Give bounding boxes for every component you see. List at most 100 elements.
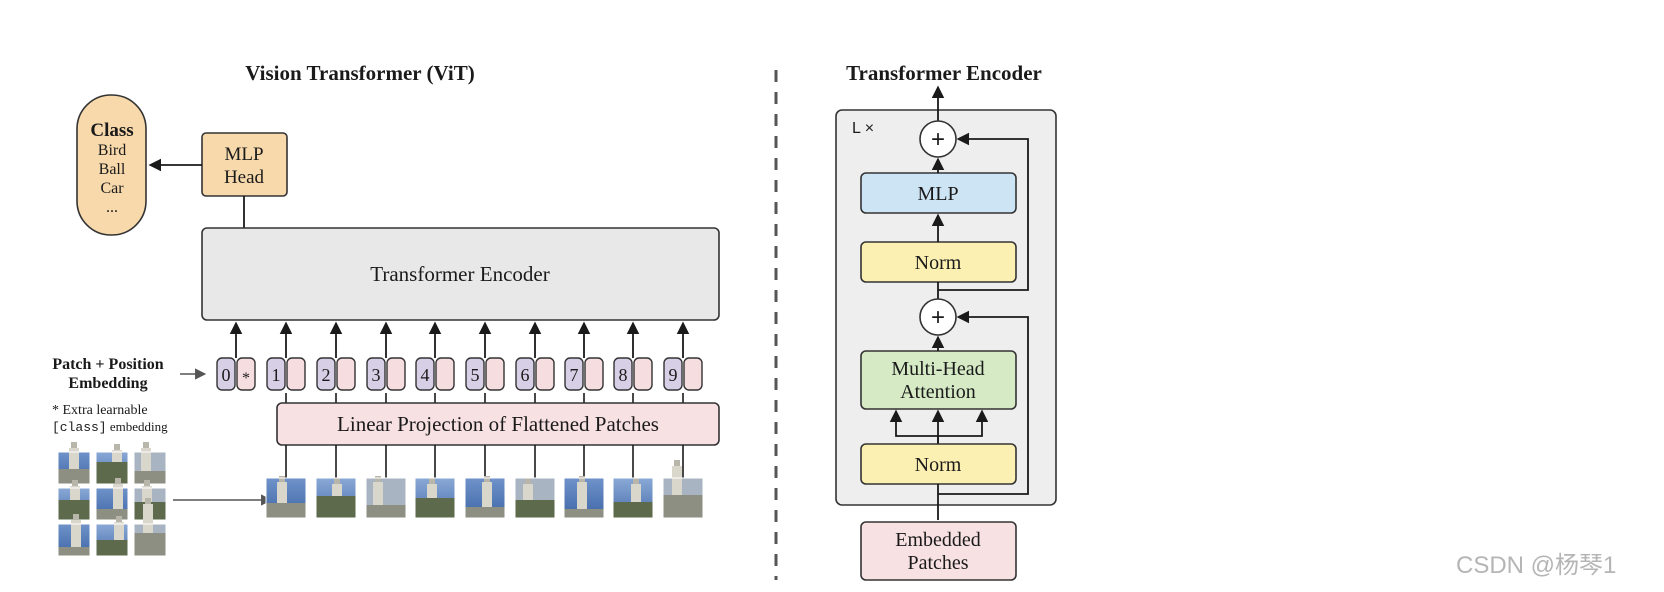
patch-ground <box>663 495 703 518</box>
patch-building <box>70 486 80 500</box>
patch-embedding <box>286 357 306 391</box>
patch-ground <box>366 505 406 518</box>
grid-patch <box>95 478 129 521</box>
patch-ground <box>58 500 90 520</box>
patch-embedding <box>584 357 604 391</box>
patch-embedding <box>386 357 406 391</box>
patch-embedding <box>485 357 505 391</box>
patch-tower <box>143 442 149 448</box>
patch-embedding <box>633 357 653 391</box>
patch-border <box>315 477 357 519</box>
patch-building <box>577 482 587 509</box>
patch-building <box>482 482 492 507</box>
patch-ground <box>316 496 356 518</box>
patch-ground <box>58 547 90 556</box>
embedding-token: 1 <box>266 321 306 403</box>
patch-building <box>69 448 79 469</box>
patch-ground <box>134 533 166 556</box>
token-index: 1 <box>272 365 281 385</box>
patch-border <box>662 477 704 519</box>
patch-tower <box>116 516 122 522</box>
token-index: 8 <box>619 365 628 385</box>
position-embedding <box>613 357 633 391</box>
grid-patch <box>133 498 167 557</box>
patch-building <box>114 522 124 540</box>
image-patch-grid <box>57 442 167 557</box>
norm-label: Norm <box>915 252 962 274</box>
patch-border <box>414 477 456 519</box>
patch-tower <box>633 478 639 484</box>
encoder-mlp-box: MLP <box>860 172 1017 214</box>
embedding-token: 9 <box>663 321 703 403</box>
patch-tower <box>579 476 585 482</box>
position-embedding <box>465 357 485 391</box>
patch-building <box>523 484 533 500</box>
image-patch <box>563 445 605 519</box>
embedding-token: 5 <box>465 321 505 403</box>
patch-building <box>277 482 287 503</box>
value-arrow <box>938 409 989 437</box>
mlp-head-line2: Head <box>224 167 265 188</box>
embedded-label-line2: Patches <box>907 552 968 574</box>
image-patch <box>514 445 556 519</box>
patch-building <box>143 504 153 533</box>
plus-symbol: + <box>931 304 945 331</box>
patch-border <box>612 477 654 519</box>
mlp-head-line1: MLP <box>224 144 263 165</box>
patch-building <box>141 448 151 471</box>
patch-building <box>373 482 383 505</box>
vit-title: Vision Transformer (ViT) <box>245 61 474 85</box>
embedding-token: 4 <box>415 321 455 403</box>
token-index: 9 <box>669 365 678 385</box>
grid-patch <box>95 444 129 485</box>
watermark: CSDN @杨琴1 <box>1456 552 1616 579</box>
position-embedding <box>515 357 535 391</box>
extra-note-line1: * Extra learnable <box>52 403 148 418</box>
grid-patch <box>57 480 91 521</box>
extra-note-line2: [class] embedding <box>52 419 168 435</box>
embedded-patches-box: Embedded Patches <box>860 521 1017 581</box>
embedded-label-line1: Embedded <box>895 529 981 551</box>
patch-ground <box>266 503 306 518</box>
patch-tower <box>114 444 120 450</box>
embedding-token: 6 <box>515 321 555 403</box>
residual-add-middle: + <box>919 298 957 336</box>
token-index: 7 <box>570 365 579 385</box>
patch-embedding <box>435 357 455 391</box>
image-patch <box>612 445 654 519</box>
patch-border <box>265 477 307 519</box>
image-patch <box>464 445 506 519</box>
patch-border <box>57 523 91 557</box>
grid-patch <box>133 442 167 485</box>
patch-tower <box>71 442 77 448</box>
token-index: 5 <box>471 365 480 385</box>
extra-note-suffix: embedding <box>107 419 169 434</box>
patch-embedding <box>336 357 356 391</box>
patch-border <box>365 477 407 519</box>
class-item: Car <box>100 180 124 197</box>
norm-label: Norm <box>915 454 962 476</box>
patch-tower <box>484 476 490 482</box>
embedding-label-line2: Embedding <box>68 375 147 392</box>
embedding-token: 8 <box>613 321 653 403</box>
patch-building <box>142 486 152 502</box>
attention-label-line2: Attention <box>900 381 976 403</box>
patch-embedding <box>236 357 256 391</box>
image-patch <box>315 445 357 519</box>
linear-projection-box: Linear Projection of Flattened Patches <box>276 402 720 446</box>
patch-building <box>332 484 342 496</box>
class-item: Bird <box>98 142 126 159</box>
grid-patch <box>57 514 91 557</box>
patch-ground <box>564 509 604 518</box>
token-index: 3 <box>372 365 381 385</box>
patch-border <box>464 477 506 519</box>
patch-ground <box>415 498 455 518</box>
patch-border <box>133 523 167 557</box>
mlp-label: MLP <box>917 183 958 205</box>
image-patch <box>662 445 704 519</box>
patch-ground <box>58 469 90 484</box>
position-embedding <box>663 357 683 391</box>
patch-tower <box>72 480 78 486</box>
